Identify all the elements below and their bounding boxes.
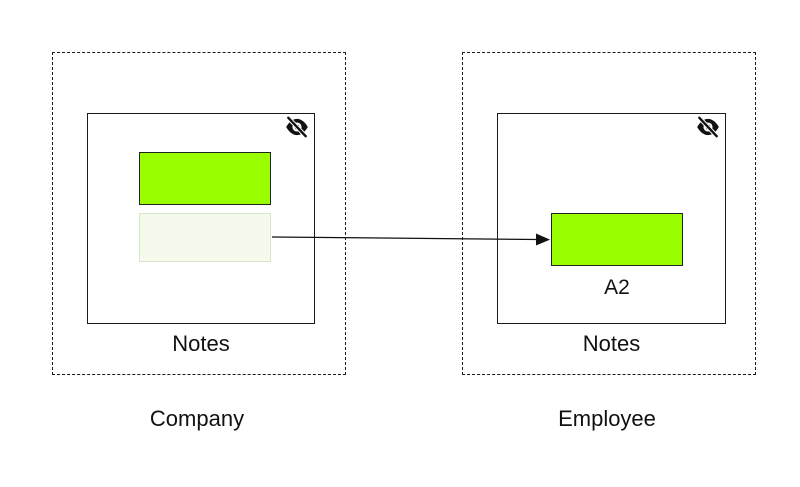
employee-block-label: A2 — [604, 276, 630, 299]
eye-slash-icon[interactable] — [284, 114, 310, 140]
company-group-label: Company — [149, 406, 245, 431]
employee-group-label: Employee — [558, 406, 656, 431]
company-card-label: Notes — [172, 331, 230, 356]
company-group — [52, 52, 346, 375]
employee-notes-card[interactable]: A2 — [497, 113, 726, 324]
company-notes-card[interactable] — [87, 113, 315, 324]
company-solid-block[interactable] — [139, 152, 271, 205]
company-faded-block[interactable] — [139, 213, 271, 262]
employee-group — [462, 52, 756, 375]
eye-slash-icon[interactable] — [695, 114, 721, 140]
employee-card-label: Notes — [582, 331, 641, 356]
employee-solid-block[interactable] — [551, 213, 683, 266]
